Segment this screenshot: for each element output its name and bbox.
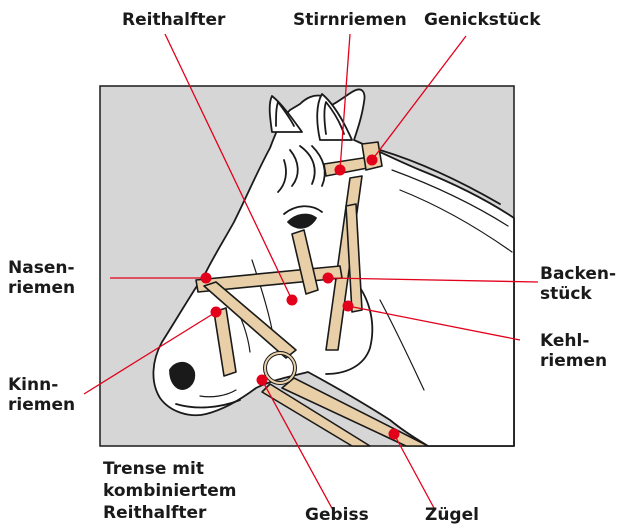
marker-nasenriemen — [201, 273, 212, 284]
label-nasenriemen: Nasen- riemen — [8, 258, 75, 298]
marker-genickstueck — [367, 155, 378, 166]
label-zuegel: Zügel — [425, 505, 479, 525]
label-stirnriemen: Stirnriemen — [293, 10, 407, 30]
label-backenstueck: Backen- stück — [540, 264, 616, 304]
label-kinnriemen: Kinn- riemen — [8, 375, 75, 415]
label-genickstueck: Genickstück — [424, 10, 541, 30]
marker-stirnriemen — [335, 165, 346, 176]
marker-reithalfter — [287, 295, 298, 306]
label-reithalfter: Reithalfter — [122, 10, 225, 30]
label-kehlriemen: Kehl- riemen — [540, 331, 607, 371]
diagram-caption: Trense mit kombiniertem Reithalfter — [103, 458, 236, 524]
marker-kehlriemen — [343, 301, 354, 312]
marker-backenstueck — [323, 273, 334, 284]
label-gebiss: Gebiss — [305, 505, 369, 525]
marker-gebiss — [257, 375, 268, 386]
marker-zuegel — [389, 429, 400, 440]
marker-kinnriemen — [211, 307, 222, 318]
